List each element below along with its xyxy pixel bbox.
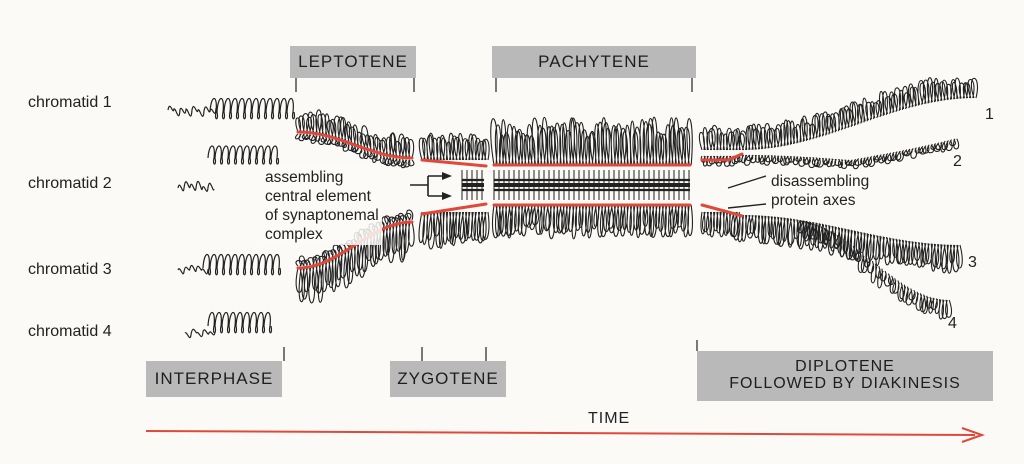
diplotene-chromatid-4-loops — [797, 220, 953, 320]
chromatid-4-number: 4 — [948, 315, 957, 332]
zygotene-upper-loops — [418, 132, 490, 161]
diplotene-chromatid-3-loops — [700, 211, 963, 274]
zygotene-central-element-rungs — [461, 170, 483, 200]
annotation-line: protein axes — [771, 192, 856, 209]
interphase-chromatid-2-tail — [177, 180, 215, 192]
leptotene-upper-inner-loops — [294, 133, 415, 169]
annotation-line: central element — [265, 188, 371, 205]
leptotene-stage-label: LEPTOTENE — [290, 46, 416, 78]
interphase-chromatid-4-coil — [207, 311, 273, 334]
zygotene-stage-label: ZYGOTENE — [390, 361, 506, 397]
leptotene-lower-loops — [295, 221, 415, 304]
pachytene-stage-label: PACHYTENE — [492, 46, 696, 78]
time-arrow-shaft — [145, 430, 976, 436]
annotation-line: of synaptonemal — [265, 207, 379, 224]
pachytene-lower-loops — [491, 204, 693, 240]
assembling-pointer — [410, 175, 448, 197]
stage-ticks-and-arrows — [145, 78, 986, 443]
annotation-line: disassembling — [771, 173, 870, 190]
zygotene-upper-axis — [420, 158, 488, 168]
interphase-chromatid-2-coil — [207, 145, 280, 165]
diplotene-line-2: FOLLOWED BY DIAKINESIS — [729, 375, 961, 392]
disassembling-protein-axes-annotation: disassembling protein axes — [771, 172, 869, 210]
chromatid-3-number: 3 — [968, 254, 977, 271]
interphase-chromatid-1-tail — [167, 105, 217, 117]
interphase-chromatid-4-tail — [184, 328, 216, 339]
time-arrow-head — [961, 427, 986, 443]
disassembling-pointer — [727, 175, 767, 209]
annotation-line: complex — [265, 226, 323, 243]
leptotene-lower-axis — [296, 220, 414, 270]
diplotene-lower-axis — [700, 203, 744, 218]
central-element — [461, 170, 690, 200]
leptotene-upper-axis — [296, 130, 414, 160]
chromatid-2-label: chromatid 2 — [28, 175, 112, 192]
interphase-chromatid-1-coil — [209, 97, 296, 120]
chromatid-4-label: chromatid 4 — [28, 323, 112, 340]
diplotene-line-1: DIPLOTENE — [795, 358, 895, 376]
chromatid-2-number: 2 — [953, 153, 962, 170]
interphase-chromatid-3-coil — [202, 253, 282, 276]
zygotene-lower-axis — [420, 202, 488, 216]
diplotene-chromatid-1-loops — [698, 77, 978, 151]
zygotene-lower-loops — [418, 211, 490, 250]
pachytene-upper-loops — [490, 116, 693, 166]
diplotene-chromatid-2-loops — [700, 138, 960, 170]
annotation-line: assembling — [265, 169, 344, 186]
chromatid-1-number: 1 — [985, 106, 994, 123]
time-axis-label: TIME — [588, 410, 631, 427]
chromatid-1-label: chromatid 1 — [28, 94, 112, 111]
protein-axes — [296, 130, 744, 270]
assembling-arrowheads — [442, 172, 452, 200]
interphase-chromatid-3-tail — [177, 264, 209, 275]
interphase-stage-label: INTERPHASE — [146, 361, 282, 397]
chromatid-3-label: chromatid 3 — [28, 261, 112, 278]
chromatin-loops — [167, 77, 978, 339]
diplotene-upper-axis — [700, 152, 744, 162]
pachytene-central-element-rungs — [493, 170, 690, 200]
leptotene-upper-loops — [295, 109, 415, 159]
assembling-central-element-annotation: assembling central element of synaptonem… — [262, 167, 382, 245]
diplotene-stage-label: DIPLOTENE FOLLOWED BY DIAKINESIS — [697, 351, 993, 401]
